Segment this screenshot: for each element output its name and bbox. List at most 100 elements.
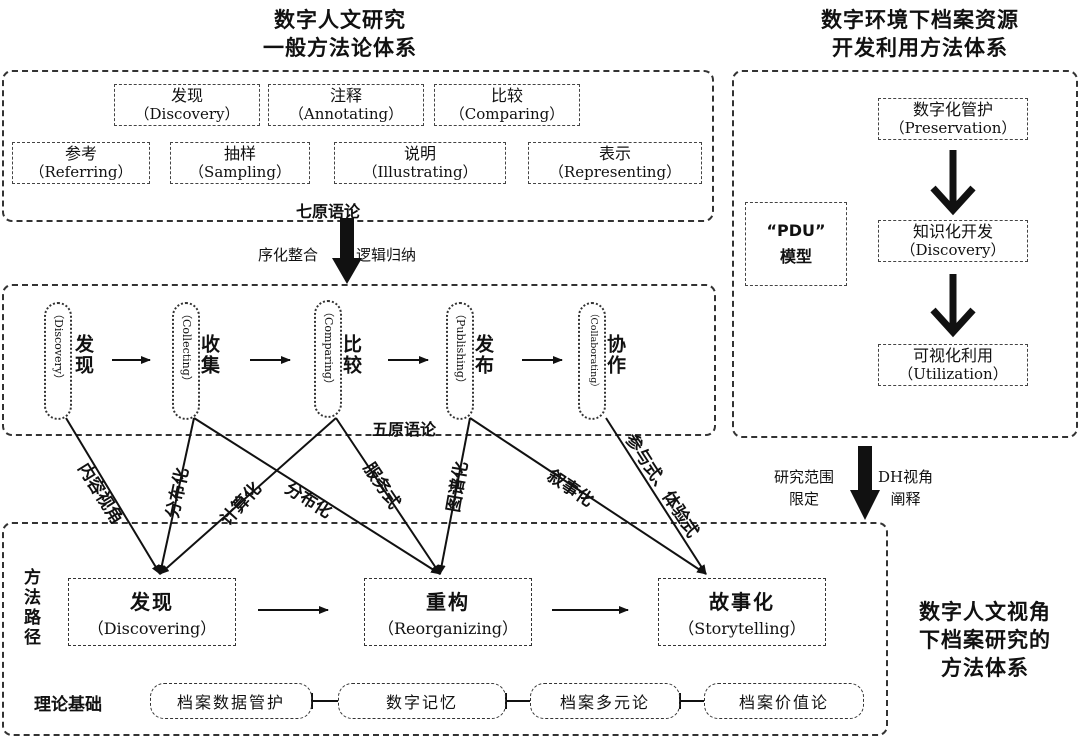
pill-collaborating: （Collaborating） bbox=[578, 302, 606, 420]
method-step-zh: 故事化 bbox=[709, 589, 775, 614]
scope-left-line-1: 研究范围 bbox=[774, 468, 835, 486]
primitive-en: （Representing） bbox=[548, 163, 682, 181]
method-side-label: 方法路径 bbox=[24, 568, 41, 648]
link-distributed-2 bbox=[193, 417, 441, 575]
primitive-referring: 参考 （Referring） bbox=[12, 142, 150, 184]
scope-right-line-2: 阐释 bbox=[890, 490, 921, 508]
right-title: 数字环境下档案资源 开发利用方法体系 bbox=[790, 6, 1050, 62]
seven-primitives-label: 七原语论 bbox=[296, 202, 361, 221]
theory-item-archive-pluralism: 档案多元论 bbox=[530, 683, 680, 719]
pill-en: （Discovery） bbox=[52, 308, 65, 385]
scope-right-line-1: DH视角 bbox=[878, 468, 934, 486]
transform-right-label: 逻辑归纳 bbox=[356, 246, 417, 264]
five-zh-publishing: 发布 bbox=[472, 334, 494, 376]
primitive-zh: 参考 bbox=[64, 144, 97, 163]
method-step-zh: 重构 bbox=[426, 589, 470, 614]
five-primitives-label: 五原语论 bbox=[372, 420, 437, 439]
primitive-en: （Annotating） bbox=[288, 105, 404, 123]
scope-left: 研究范围 限定 bbox=[774, 466, 834, 510]
pill-discovery: （Discovery） bbox=[44, 302, 72, 420]
scope-left-line-2: 限定 bbox=[789, 490, 820, 508]
primitive-representing: 表示 （Representing） bbox=[528, 142, 702, 184]
transform-left-label: 序化整合 bbox=[258, 246, 319, 264]
pill-publishing: （Publishing） bbox=[446, 302, 474, 420]
right-title-line-1: 数字环境下档案资源 bbox=[821, 8, 1019, 32]
bottom-title-line-2: 下档案研究的 bbox=[919, 628, 1051, 652]
pdu-step-preservation: 数字化管护 （Preservation） bbox=[878, 98, 1028, 140]
pdu-step-en: （Utilization） bbox=[898, 365, 1008, 383]
link-narrative bbox=[469, 417, 707, 575]
scope-big-arrow bbox=[850, 446, 880, 520]
left-title-line-2: 一般方法论体系 bbox=[263, 36, 417, 60]
five-zh-discovery: 发现 bbox=[72, 334, 94, 376]
theory-item-digital-memory: 数字记忆 bbox=[338, 683, 506, 719]
pdu-model-line-2: 模型 bbox=[779, 247, 812, 266]
primitive-en: （Sampling） bbox=[189, 163, 291, 181]
pdu-step-zh: 知识化开发 bbox=[912, 222, 993, 241]
five-zh-comparing: 比较 bbox=[340, 334, 362, 376]
scope-right: DH视角 阐释 bbox=[878, 466, 933, 510]
method-frame bbox=[2, 522, 888, 736]
primitive-en: （Illustrating） bbox=[362, 163, 478, 181]
method-step-storytelling: 故事化 （Storytelling） bbox=[658, 578, 826, 646]
primitive-en: （Comparing） bbox=[449, 105, 565, 123]
pdu-step-zh: 可视化利用 bbox=[912, 346, 993, 365]
theory-item-archive-value: 档案价值论 bbox=[704, 683, 864, 719]
pdu-model-box: “PDU” 模型 bbox=[745, 202, 847, 286]
theory-label: 理论基础 bbox=[34, 695, 102, 715]
left-title: 数字人文研究 一般方法论体系 bbox=[215, 6, 465, 62]
pdu-step-en: （Discovery） bbox=[900, 241, 1006, 259]
primitive-zh: 表示 bbox=[598, 144, 631, 163]
five-zh-collaborating: 协作 bbox=[604, 334, 626, 376]
link-graph bbox=[437, 417, 471, 575]
pdu-arrow-2-head bbox=[930, 307, 976, 338]
primitive-discovery: 发现 （Discovery） bbox=[114, 84, 260, 126]
pdu-model-line-1: “PDU” bbox=[766, 221, 826, 240]
link-computational bbox=[159, 417, 337, 575]
pdu-step-discovery: 知识化开发 （Discovery） bbox=[878, 220, 1028, 262]
pdu-frame bbox=[732, 70, 1078, 438]
primitive-sampling: 抽样 （Sampling） bbox=[170, 142, 310, 184]
primitive-zh: 发现 bbox=[170, 86, 203, 105]
pill-en: （Comparing） bbox=[322, 306, 335, 390]
primitive-en: （Referring） bbox=[29, 163, 133, 181]
method-step-zh: 发现 bbox=[130, 589, 174, 614]
link-service bbox=[335, 417, 441, 575]
method-step-en: （Storytelling） bbox=[678, 618, 806, 638]
method-step-en: （Discovering） bbox=[87, 618, 217, 638]
theory-connectors bbox=[311, 693, 704, 709]
link-distributed-1 bbox=[158, 417, 195, 575]
pdu-step-zh: 数字化管护 bbox=[912, 100, 993, 119]
method-step-en: （Reorganizing） bbox=[377, 618, 519, 638]
primitive-zh: 抽样 bbox=[223, 144, 256, 163]
bottom-title-line-3: 方法体系 bbox=[941, 656, 1029, 680]
method-step-discovering: 发现 （Discovering） bbox=[68, 578, 236, 646]
primitive-zh: 说明 bbox=[403, 144, 436, 163]
bottom-title-line-1: 数字人文视角 bbox=[919, 600, 1051, 624]
pill-comparing: （Comparing） bbox=[314, 300, 342, 418]
pdu-arrow-1-head bbox=[930, 185, 976, 216]
primitive-en: （Discovery） bbox=[134, 105, 240, 123]
theory-item-archive-data-curation: 档案数据管护 bbox=[150, 683, 312, 719]
method-step-reorganizing: 重构 （Reorganizing） bbox=[364, 578, 532, 646]
pill-collecting: （Collecting） bbox=[172, 302, 200, 420]
bottom-right-title: 数字人文视角 下档案研究的 方法体系 bbox=[895, 598, 1075, 682]
transform-big-arrow bbox=[332, 218, 362, 284]
five-primitives-frame bbox=[2, 284, 716, 436]
five-zh-collecting: 收集 bbox=[198, 334, 220, 376]
pill-en: （Collecting） bbox=[180, 308, 193, 387]
right-title-line-2: 开发利用方法体系 bbox=[832, 36, 1008, 60]
left-title-line-1: 数字人文研究 bbox=[274, 8, 406, 32]
link-content-view bbox=[65, 417, 161, 575]
seven-primitives-frame bbox=[2, 70, 714, 222]
primitive-comparing: 比较 （Comparing） bbox=[434, 84, 580, 126]
primitive-zh: 比较 bbox=[490, 86, 523, 105]
pdu-down-arrows bbox=[930, 150, 976, 338]
primitive-illustrating: 说明 （Illustrating） bbox=[334, 142, 506, 184]
pill-en: （Collaborating） bbox=[588, 308, 599, 393]
pdu-step-utilization: 可视化利用 （Utilization） bbox=[878, 344, 1028, 386]
pill-en: （Publishing） bbox=[454, 308, 467, 389]
pdu-step-en: （Preservation） bbox=[889, 119, 1017, 137]
link-participatory bbox=[605, 417, 707, 575]
